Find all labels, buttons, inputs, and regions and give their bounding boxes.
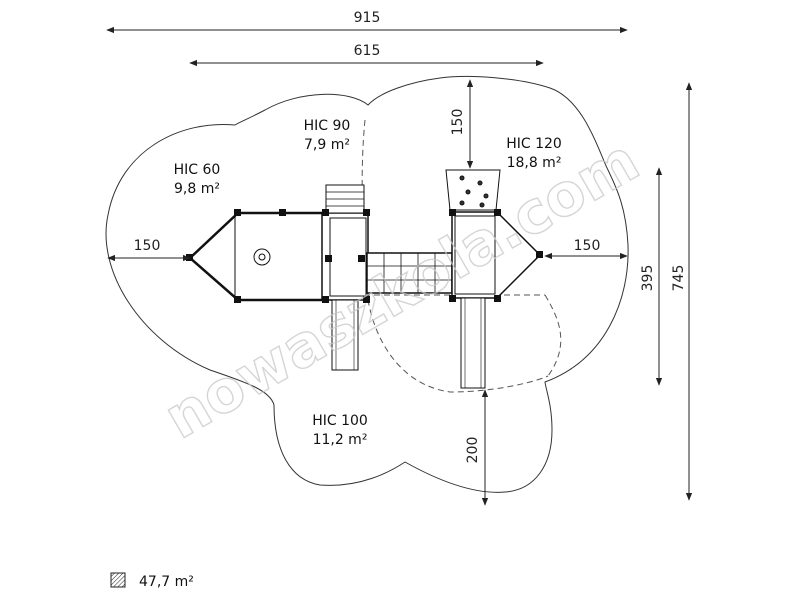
- overall-height-label: 745: [671, 265, 687, 292]
- zone-hic90-area: 7,9 m²: [304, 137, 350, 153]
- net-bridge: [366, 252, 453, 294]
- overall-width-label: 915: [354, 10, 381, 26]
- top-clearance-label: 150: [450, 109, 466, 136]
- right-slide: [460, 297, 486, 389]
- hatched-square-icon: [110, 572, 126, 588]
- zone-hic60-name: HIC 60: [174, 162, 221, 178]
- left-slide: [331, 299, 359, 371]
- zone-boundary-dashed: [544, 294, 562, 377]
- total-area-label: 47,7 m²: [139, 574, 194, 590]
- bottom-clearance-label: 200: [465, 437, 481, 464]
- left-clearance-label: 150: [134, 238, 161, 254]
- zone-hic120-name: HIC 120: [506, 136, 562, 152]
- zone-hic60-area: 9,8 m²: [174, 181, 220, 197]
- right-clearance-label: 150: [574, 238, 601, 254]
- zone-hic100-name: HIC 100: [312, 413, 368, 429]
- zone-hic120-area: 18,8 m²: [507, 155, 562, 171]
- inner-height-label: 395: [640, 265, 656, 292]
- dimension-lines: [106, 26, 693, 506]
- legend: 47,7 m²: [110, 572, 194, 590]
- zone-hic90-name: HIC 90: [304, 118, 351, 134]
- zone-hic100-area: 11,2 m²: [313, 432, 368, 448]
- playground-equipment: [186, 169, 543, 389]
- inner-width-label: 615: [354, 43, 381, 59]
